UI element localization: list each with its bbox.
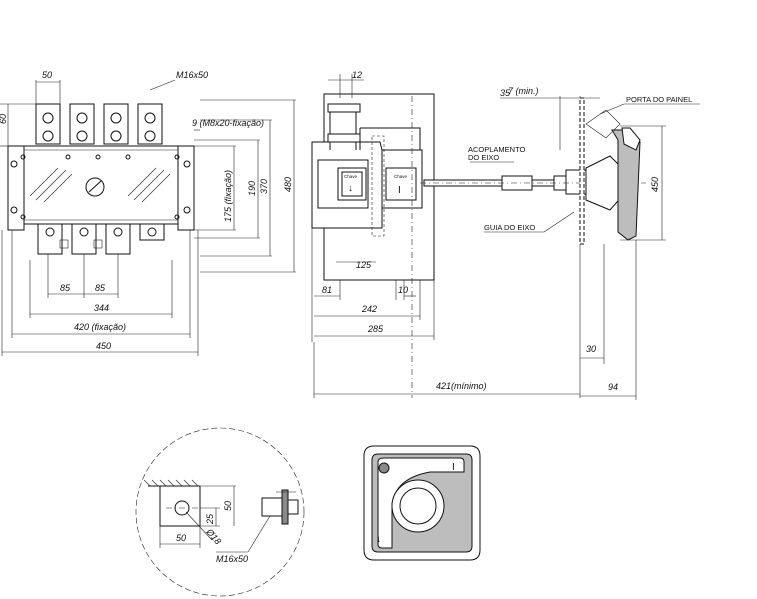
dim-421: 421(mínimo) <box>436 381 487 391</box>
brand-badge-left: Chave <box>344 174 358 179</box>
brand-badge-right: Chave <box>394 174 408 179</box>
dim-81: 81 <box>322 285 332 295</box>
dim-285: 285 <box>367 324 384 334</box>
side-view: Chave ↓ Chave I <box>311 70 700 400</box>
dim-420: 420 (fixação) <box>74 322 126 332</box>
dim-125: 125 <box>356 260 372 270</box>
dim-mount-hole: 9 (M8x20-fixação) <box>192 118 264 128</box>
rotary-shaft-icon <box>85 177 105 197</box>
bottom-terminals <box>37 223 165 255</box>
label-coupling-2: DO EIXO <box>468 153 499 162</box>
label-coupling-1: ACOPLAMENTO <box>468 145 526 154</box>
dim-handle-450: 450 <box>650 177 660 192</box>
dim-370: 370 <box>259 179 269 194</box>
dim-10: 10 <box>398 285 408 295</box>
switch-body <box>21 145 181 225</box>
dim-bolt-front: M16x50 <box>176 70 208 80</box>
on-symbol: I <box>452 462 455 473</box>
label-guide: GUIA DO EIXO <box>484 223 535 232</box>
dim-85-right: 85 <box>95 283 106 293</box>
dim-detail-50-v: 50 <box>223 501 233 511</box>
dim-344: 344 <box>94 303 109 313</box>
handle-front-view: I ↓ <box>363 445 481 561</box>
dim-terminal-pitch: 50 <box>42 70 52 80</box>
dim-detail-50-h: 50 <box>176 533 186 543</box>
dim-top-offset: 60 <box>0 114 8 124</box>
dim-detail-25: 25 <box>205 513 215 525</box>
dim-94: 94 <box>608 382 618 392</box>
dim-35: 35 <box>500 88 511 98</box>
arrow-down-icon: ↓ <box>348 183 353 194</box>
arrow-down-icon: ↓ <box>376 534 381 545</box>
front-view: 50 M16x50 60 9 (M8x20-fixação) 175 (fixa… <box>0 70 296 356</box>
dim-242: 242 <box>361 304 377 314</box>
top-terminals <box>35 103 163 145</box>
on-mark: I <box>398 185 401 196</box>
dim-480: 480 <box>283 177 293 192</box>
label-panel-door: PORTA DO PAINEL <box>626 95 692 104</box>
dim-450: 450 <box>96 341 111 351</box>
detail-view: 50 25 50 Ø18 M16x50 <box>135 427 305 597</box>
dim-detail-bolt: M16x50 <box>216 554 248 564</box>
dim-fix-height: 175 (fixação) <box>223 170 233 222</box>
dim-12: 12 <box>352 70 362 80</box>
dim-85-left: 85 <box>60 283 71 293</box>
dim-detail-diameter: Ø18 <box>204 526 223 546</box>
dim-min: 7 (min.) <box>508 86 539 96</box>
dim-30: 30 <box>586 344 596 354</box>
dim-190: 190 <box>247 181 257 196</box>
